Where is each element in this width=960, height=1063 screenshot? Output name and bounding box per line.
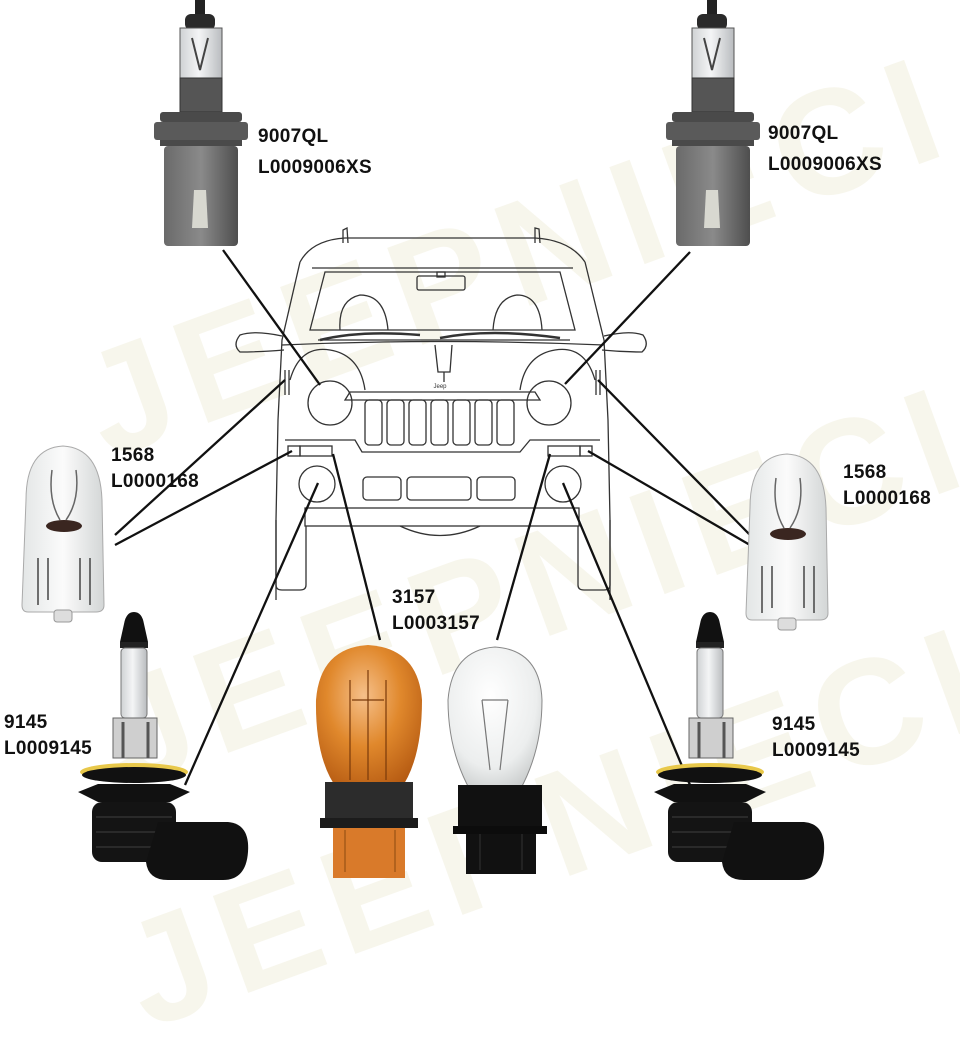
part-number: L0000168	[111, 471, 199, 492]
label-turn-signal: 3157 L0003157	[392, 585, 480, 637]
jeep-front-outline	[235, 226, 647, 600]
leader-3157-amber	[331, 453, 382, 641]
leader-headlight-left	[222, 249, 321, 386]
bulb-code: 9007QL	[768, 123, 839, 144]
bulb-code: 3157	[392, 587, 436, 608]
bulb-3157-clear	[447, 646, 547, 874]
bulb-9007-left	[154, 0, 248, 246]
label-headlight-right: 9007QL L0009006XS	[768, 121, 882, 178]
bulb-code: 9145	[772, 714, 816, 735]
leader-side-left-lower	[114, 449, 293, 547]
part-number: L0009145	[772, 740, 860, 761]
part-number: L0009006XS	[258, 157, 372, 178]
bulb-9007-right	[666, 0, 760, 246]
bulb-3157-amber	[315, 645, 422, 878]
part-number: L0009145	[4, 738, 92, 759]
leader-lines	[114, 249, 751, 786]
leader-side-left-upper	[114, 379, 286, 536]
bulb-1568-right	[745, 453, 829, 631]
label-fog-right: 9145 L0009145	[772, 712, 860, 764]
bulb-9145-right	[654, 612, 825, 880]
label-side-right: 1568 L0000168	[843, 460, 931, 512]
label-fog-left: 9145 L0009145	[4, 710, 92, 762]
bulb-diagram: JEEPNIECI.PL JEEPNIECI.PL JEEPNIECI.PL	[4, 0, 960, 1060]
part-number: L0000168	[843, 488, 931, 509]
leader-fog-right	[561, 482, 692, 786]
label-headlight-left: 9007QL L0009006XS	[258, 124, 372, 181]
diagram-canvas: Jeep	[21, 0, 829, 880]
leader-side-right-upper	[597, 379, 751, 536]
bulb-9145-left	[78, 612, 249, 880]
label-side-left: 1568 L0000168	[111, 443, 199, 495]
part-number: L0009006XS	[768, 154, 882, 175]
part-number: L0003157	[392, 613, 480, 634]
bulb-code: 9145	[4, 712, 48, 733]
bulb-code: 1568	[111, 445, 155, 466]
bulb-code: 9007QL	[258, 126, 329, 147]
bulb-code: 1568	[843, 462, 887, 483]
bulb-1568-left	[21, 445, 105, 623]
leader-headlight-right	[564, 251, 691, 385]
leader-side-right-lower	[587, 450, 751, 546]
jeep-badge: Jeep	[433, 384, 447, 390]
leader-3157-clear	[495, 453, 552, 641]
leader-fog-left	[183, 482, 320, 786]
